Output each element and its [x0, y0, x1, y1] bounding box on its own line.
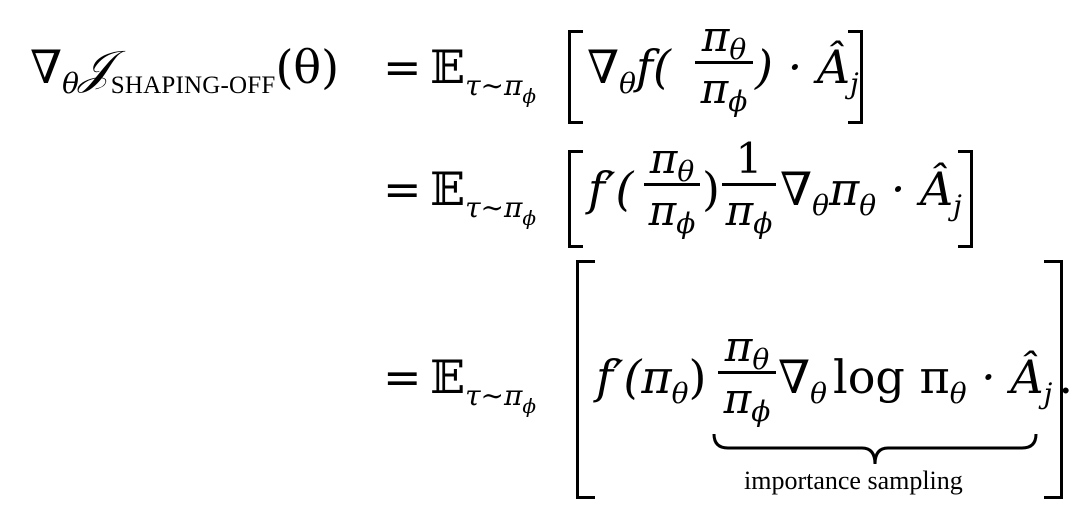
line2-fprime: f′(: [588, 162, 634, 216]
line2-fraction2: 1 πϕ: [722, 134, 776, 240]
line1-nabla-sub: θ: [619, 67, 636, 100]
line1-fraction: πθ πϕ: [695, 12, 753, 118]
lhs: ∇θ𝒥SHAPING-OFF(θ): [30, 40, 340, 100]
expectation-subscript-sub: ϕ: [522, 394, 537, 418]
line2-frac-num-sub: θ: [677, 155, 695, 188]
line1-left-bracket: [568, 30, 583, 124]
line1-body-end: ) · Âj: [755, 40, 859, 100]
line2-frac-num: π: [649, 134, 678, 183]
line3-fprime-sub: θ: [671, 377, 689, 410]
nabla-subscript: θ: [62, 67, 79, 100]
line2-fraction: πθ πϕ: [644, 134, 700, 240]
line2-grad: ∇: [780, 162, 813, 216]
line2-frac2-den: π: [725, 186, 754, 235]
line3-frac-den-sub: ϕ: [751, 395, 771, 428]
line3-tail: · Â: [966, 350, 1044, 404]
expectation-subscript: τ∼π: [465, 69, 523, 102]
line1-close-sub: j: [850, 67, 859, 100]
line3-log: log π: [832, 350, 950, 404]
line1-f: f(: [635, 40, 671, 94]
objective-subscript: SHAPING-OFF: [110, 72, 276, 99]
line3-frac-num: π: [724, 322, 753, 371]
line3-grad-sub: θ: [810, 377, 827, 410]
line3-fprime-text: f′(π: [596, 350, 672, 404]
expectation-subscript: τ∼π: [465, 191, 523, 224]
expectation-subscript-sub: ϕ: [522, 84, 537, 108]
line3-frac-den: π: [723, 374, 752, 423]
line3-fraction: πθ πϕ: [718, 322, 776, 428]
line2-equals: =: [383, 162, 422, 216]
expectation-subscript: τ∼π: [465, 379, 523, 412]
line3-expectation: 𝔼τ∼πϕ: [430, 350, 536, 418]
line1-frac-bar: [695, 61, 753, 64]
line2-frac2-bar: [722, 183, 776, 186]
underbrace-label: importance sampling: [744, 466, 963, 495]
line2-pi-sub: θ: [859, 189, 877, 222]
line2-expectation: 𝔼τ∼πϕ: [430, 162, 536, 230]
line1-expectation: 𝔼τ∼πϕ: [430, 40, 536, 108]
line2-left-bracket: [568, 150, 583, 248]
line2-tail-sub: j: [953, 189, 962, 222]
line3-tail-sub: j: [1043, 377, 1053, 410]
line3-log-sub: θ: [949, 377, 967, 410]
line3-fprime: f′(πθ): [596, 350, 707, 410]
underbrace: [712, 433, 1038, 465]
expectation-symbol: 𝔼: [430, 162, 466, 216]
line3-fprime-close: ): [688, 350, 707, 404]
line3-grad: ∇: [778, 350, 811, 404]
line3-equals: =: [383, 350, 422, 404]
line2-close-paren: ): [702, 162, 720, 216]
line3-left-bracket: [576, 260, 595, 499]
line1-frac-num-sub: θ: [729, 33, 747, 66]
line2-pi: π: [828, 162, 860, 216]
line3-right-bracket: [1044, 260, 1063, 499]
line2-frac2-num: 1: [735, 134, 763, 183]
line1-close: ) · Â: [755, 40, 851, 94]
line2-body-end: ∇θπθ · Âj: [780, 162, 962, 222]
line2-right-bracket: [958, 150, 973, 248]
line1-frac-num: π: [701, 12, 730, 61]
objective-argument: (θ): [275, 40, 340, 94]
line2-frac-den-sub: ϕ: [676, 207, 696, 240]
objective-symbol: 𝒥: [78, 40, 111, 94]
line1-frac-den-sub: ϕ: [728, 85, 748, 118]
line3-frac-num-sub: θ: [752, 343, 770, 376]
expectation-symbol: 𝔼: [430, 350, 466, 404]
line2-grad-sub: θ: [812, 189, 829, 222]
line1-equals: =: [383, 40, 422, 94]
line1-right-bracket: [848, 30, 863, 124]
expectation-subscript-sub: ϕ: [522, 206, 537, 230]
line2-tail: · Â: [876, 162, 954, 216]
line2-frac-den: π: [648, 186, 677, 235]
line1-frac-den: π: [700, 64, 729, 113]
expectation-symbol: 𝔼: [430, 40, 466, 94]
line2-frac2-den-sub: ϕ: [753, 207, 773, 240]
nabla-symbol: ∇: [30, 40, 63, 94]
line1-nabla: ∇: [587, 40, 620, 94]
line3-frac-bar: [718, 371, 776, 374]
line1-body-start: ∇θf(: [587, 40, 671, 100]
line2-frac-bar: [644, 183, 700, 186]
